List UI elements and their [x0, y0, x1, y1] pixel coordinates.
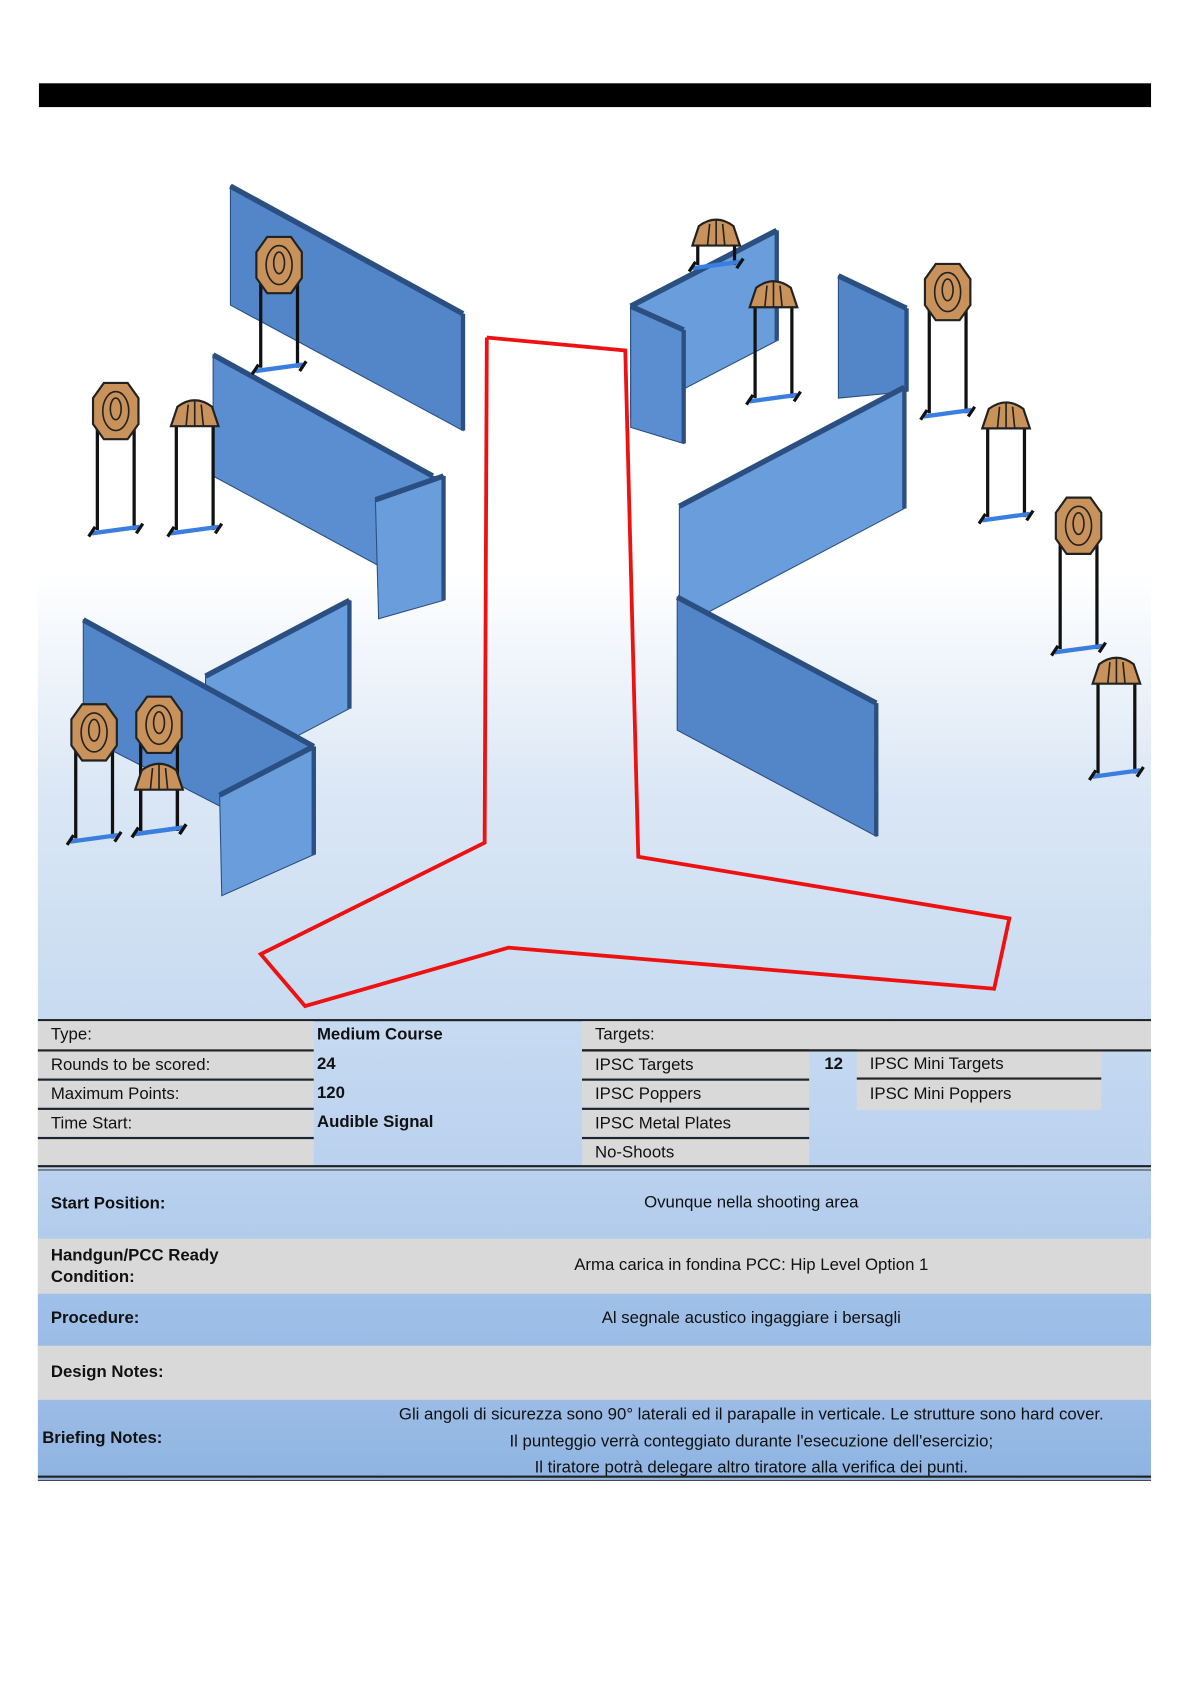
ipsc-target-icon [87, 381, 145, 538]
barricade-wall [675, 594, 879, 838]
stage-diagram [65, 183, 1145, 1009]
briefing-notes-row: Briefing Notes: Gli angoli di sicurezza … [38, 1400, 1151, 1476]
ipsc-target-icon [250, 235, 308, 376]
targets-header: Targets: [582, 1021, 1152, 1050]
targets-rule [582, 1049, 1152, 1052]
design-notes-label: Design Notes: [50, 1363, 164, 1382]
ipsc-target-icon [65, 703, 123, 846]
type-value: Medium Course [316, 1025, 443, 1044]
rounds-label: Rounds to be scored: [37, 1049, 314, 1078]
rounds-value: 24 [316, 1054, 336, 1074]
empty-cell [37, 1136, 314, 1166]
popper-target-icon [687, 218, 745, 273]
points-label: Maximum Points: [37, 1078, 314, 1107]
popper-target-icon [130, 762, 188, 839]
ipsc-metal-plates-label: IPSC Metal Plates [582, 1107, 810, 1136]
briefing-line-1: Gli angoli di sicurezza sono 90° lateral… [398, 1405, 1104, 1424]
barricade-wall [678, 384, 907, 629]
barricade-wall [218, 744, 316, 897]
ready-condition-row: Handgun/PCC Ready Condition: Arma carica… [37, 1238, 1152, 1294]
ipsc-targets-label: IPSC Targets [582, 1049, 810, 1078]
no-shoots-label: No-Shoots [582, 1136, 810, 1166]
start-position-row: Start Position: Ovunque nella shooting a… [38, 1172, 1151, 1239]
barricade-wall [374, 473, 446, 620]
procedure-label: Procedure: [50, 1308, 140, 1328]
design-notes-row: Design Notes: [37, 1345, 1152, 1400]
barricade-wall [837, 273, 909, 399]
ipsc-target-icon [919, 262, 977, 421]
popper-target-icon [745, 280, 802, 406]
ipsc-targets-count: 12 [824, 1054, 843, 1074]
ipsc-poppers-label: IPSC Poppers [582, 1078, 810, 1107]
popper-target-icon [166, 399, 224, 538]
points-value: 120 [316, 1083, 345, 1103]
briefing-line-3: Il tiratore potrà delegare altro tirator… [534, 1458, 969, 1477]
ready-condition-value: Arma carica in fondina PCC: Hip Level Op… [574, 1255, 929, 1275]
table-double-rule [37, 1165, 1152, 1171]
barricade-wall [629, 303, 686, 445]
start-position-label: Start Position: [50, 1194, 166, 1213]
ready-condition-label: Handgun/PCC Ready Condition: [50, 1246, 219, 1287]
time-start-value: Audible Signal [316, 1113, 434, 1132]
procedure-row: Procedure: Al segnale acustico ingaggiar… [37, 1293, 1152, 1346]
start-position-value: Ovunque nella shooting area [644, 1193, 859, 1212]
header-bar [38, 83, 1152, 108]
popper-target-icon [977, 401, 1035, 525]
table-top-rule [37, 1019, 1152, 1022]
briefing-notes-label: Briefing Notes: [42, 1429, 163, 1448]
type-label: Type: [37, 1021, 314, 1050]
popper-target-icon [1088, 656, 1145, 781]
time-start-label: Time Start: [37, 1107, 314, 1136]
table-bottom-rule [37, 1475, 1152, 1481]
ipsc-target-icon [1050, 496, 1107, 657]
shooting-area-boundary [257, 335, 1012, 1009]
ipsc-mini-targets-label: IPSC Mini Targets [856, 1050, 1102, 1078]
procedure-value: Al segnale acustico ingaggiare i bersagl… [601, 1308, 901, 1328]
briefing-line-2: Il punteggio verrà conteggiato durante l… [509, 1431, 994, 1451]
ipsc-mini-poppers-label: IPSC Mini Poppers [856, 1077, 1102, 1110]
